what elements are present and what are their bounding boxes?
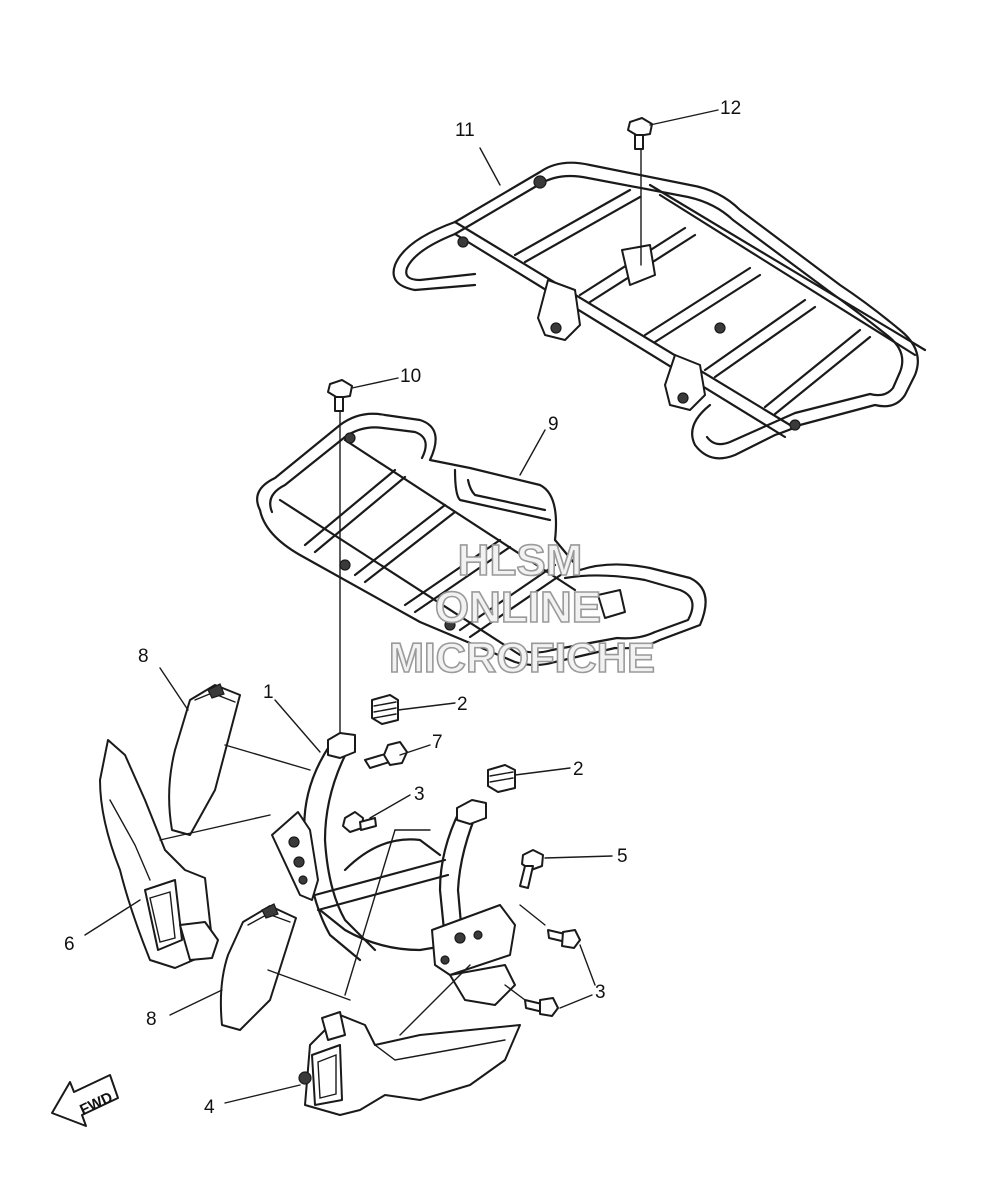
bolt-3-right-b bbox=[524, 997, 559, 1017]
callout-3-right: 3 bbox=[595, 982, 606, 1003]
callout-6: 6 bbox=[64, 934, 75, 955]
callout-9: 9 bbox=[548, 414, 559, 435]
guard-6 bbox=[99, 739, 219, 969]
watermark: HLSM ONLINE MICROFICHE bbox=[388, 535, 656, 682]
callout-2-right: 2 bbox=[573, 759, 584, 780]
guard-4 bbox=[298, 1011, 521, 1116]
callout-8-upper: 8 bbox=[138, 646, 149, 667]
watermark-line-1: HLSM bbox=[458, 536, 583, 585]
callout-3-upper: 3 bbox=[414, 784, 425, 805]
bumper-2a bbox=[371, 694, 399, 725]
bolt-5 bbox=[519, 849, 544, 889]
front-carrier bbox=[256, 412, 707, 667]
guard-8-upper bbox=[168, 683, 241, 836]
bolt-10 bbox=[327, 379, 353, 736]
callout-5: 5 bbox=[617, 846, 628, 867]
fwd-arrow-icon: FWD bbox=[51, 1074, 119, 1127]
guard-frame bbox=[271, 732, 516, 1006]
callout-labels: 1 2 2 3 3 4 5 6 7 8 8 9 10 11 12 bbox=[64, 98, 741, 1118]
callout-12: 12 bbox=[720, 98, 741, 119]
bolt-12 bbox=[627, 117, 653, 266]
watermark-line-2: ONLINE bbox=[435, 583, 601, 632]
leader-lines bbox=[84, 109, 719, 1104]
callout-11: 11 bbox=[455, 120, 475, 141]
rear-carrier bbox=[392, 161, 927, 460]
callout-8-lower: 8 bbox=[146, 1009, 157, 1030]
callout-2-upper: 2 bbox=[457, 694, 468, 715]
callout-7: 7 bbox=[432, 732, 443, 753]
bolt-7 bbox=[364, 741, 408, 769]
callout-10: 10 bbox=[400, 366, 421, 387]
watermark-line-3: MICROFICHE bbox=[389, 634, 655, 681]
bumper-2b bbox=[487, 764, 516, 793]
bolt-3-right-a bbox=[547, 929, 581, 949]
guard-8-lower bbox=[219, 903, 297, 1031]
bolt-3-upper bbox=[342, 811, 377, 833]
callout-4: 4 bbox=[204, 1097, 215, 1118]
callout-1: 1 bbox=[263, 682, 274, 703]
